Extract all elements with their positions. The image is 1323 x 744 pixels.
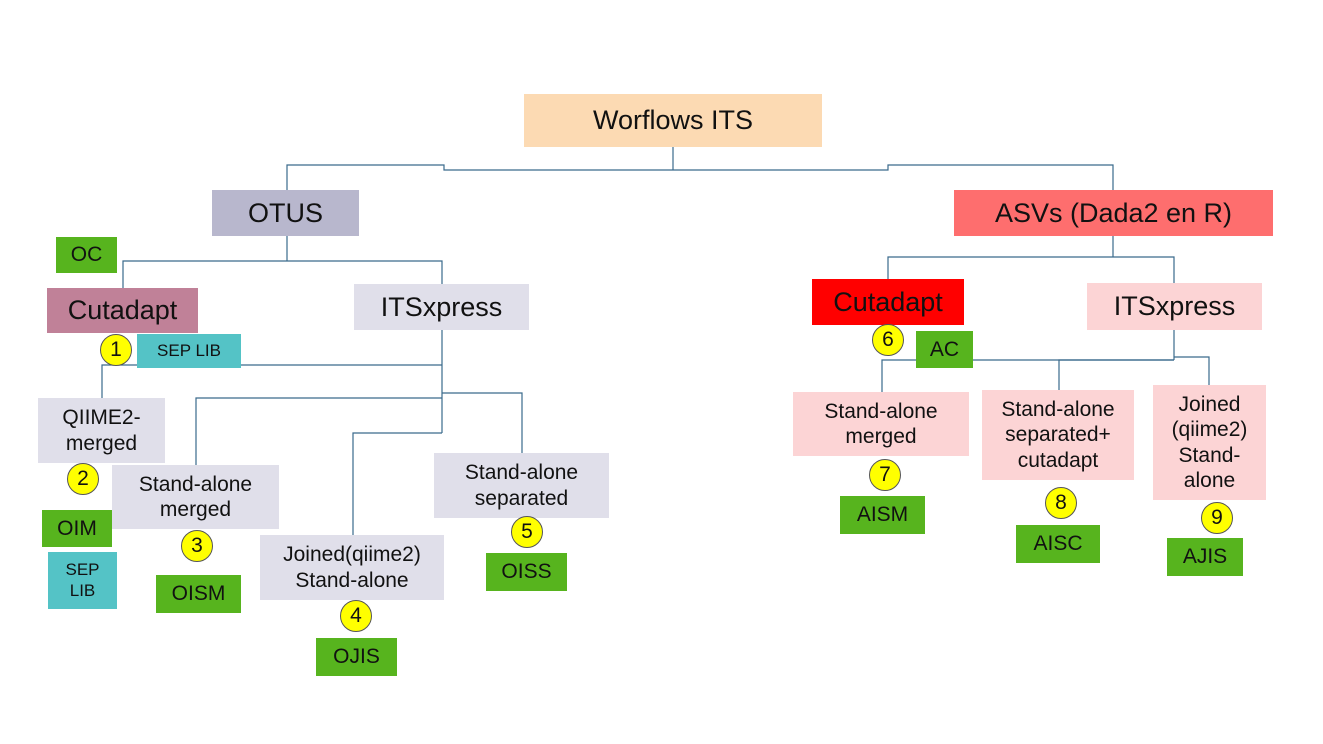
connector-otus-qiime2: [101, 364, 442, 398]
otus-step-1-badge: 1: [100, 334, 132, 366]
asvs-cutadapt-node: Cutadapt: [812, 279, 964, 325]
asvs-node: ASVs (Dada2 en R): [954, 190, 1273, 236]
asvs-step-7-badge: 7: [869, 459, 901, 491]
otus-standalone-separated-node: Stand-alone separated: [434, 453, 609, 518]
asvs-aisc-tag: AISC: [1016, 525, 1100, 563]
otus-sep-lib-tag-2: SEP LIB: [48, 552, 117, 609]
otus-oc-tag: OC: [56, 237, 117, 273]
asvs-standalone-merged-node: Stand-alone merged: [793, 392, 969, 456]
asvs-step-9-badge: 9: [1201, 502, 1233, 534]
otus-step-3-badge: 3: [181, 530, 213, 562]
otus-ojis-tag: OJIS: [316, 638, 397, 676]
asvs-ajis-tag: AJIS: [1167, 538, 1243, 576]
asvs-itsxpress-node: ITSxpress: [1087, 283, 1262, 330]
otus-qiime2-merged-node: QIIME2- merged: [38, 398, 165, 463]
otus-standalone-merged-node: Stand-alone merged: [112, 465, 279, 529]
connector-asvs-sa-sep-cut: [1058, 359, 1174, 390]
connector-otus-cutadapt: [122, 260, 287, 288]
asvs-joined-node: Joined (qiime2) Stand- alone: [1153, 385, 1266, 500]
asvs-standalone-sep-cutadapt-node: Stand-alone separated+ cutadapt: [982, 390, 1134, 480]
otus-cutadapt-node: Cutadapt: [47, 288, 198, 333]
asvs-aism-tag: AISM: [840, 496, 925, 534]
otus-step-2-badge: 2: [67, 463, 99, 495]
connector-root-asvs: [673, 164, 1114, 190]
connector-asvs-itsxpress: [1113, 256, 1175, 283]
otus-oiss-tag: OISS: [486, 553, 567, 591]
otus-itsxpress-node: ITSxpress: [354, 284, 529, 330]
connector-asvs-cutadapt: [887, 256, 1113, 279]
otus-node: OTUS: [212, 190, 359, 236]
root-node: Worflows ITS: [524, 94, 822, 147]
connector-asvs-joined: [1174, 356, 1210, 385]
connector-root-otus: [286, 164, 673, 190]
asvs-ac-tag: AC: [916, 331, 973, 368]
connector-otus-itsxpress: [287, 260, 443, 284]
connector-otus-joined: [352, 432, 442, 535]
otus-joined-node: Joined(qiime2) Stand-alone: [260, 535, 444, 600]
asvs-step-6-badge: 6: [872, 324, 904, 356]
asvs-step-8-badge: 8: [1045, 487, 1077, 519]
connector-otus-sa-merged: [195, 397, 442, 465]
otus-sep-lib-tag: SEP LIB: [137, 334, 241, 368]
otus-oism-tag: OISM: [156, 575, 241, 613]
otus-oim-tag: OIM: [42, 510, 112, 547]
otus-step-4-badge: 4: [340, 600, 372, 632]
connector-otus-sa-separated: [442, 392, 523, 453]
otus-step-5-badge: 5: [511, 516, 543, 548]
